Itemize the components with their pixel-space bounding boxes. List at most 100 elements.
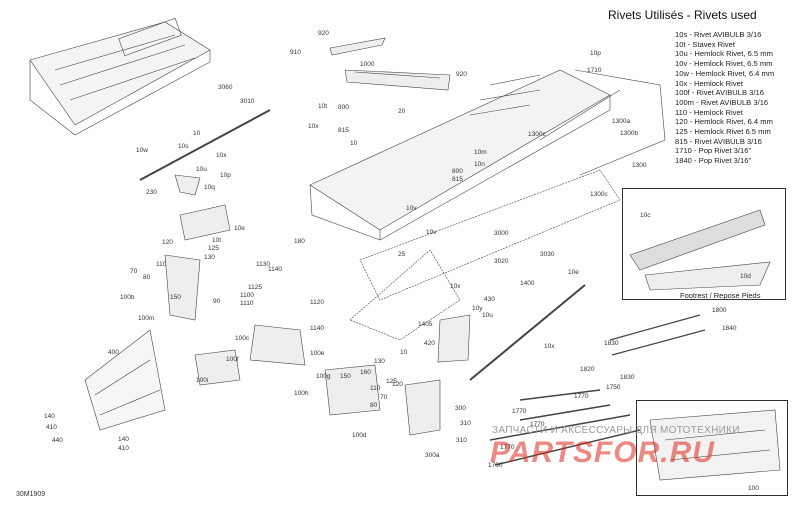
callout-label: 1770 xyxy=(500,444,515,451)
figure-code: 30M1909 xyxy=(16,491,46,498)
callout-label: 300a xyxy=(425,452,440,459)
callout-label: 3010 xyxy=(240,98,255,105)
callout-label: 1300c xyxy=(590,191,608,198)
callout-label: 100f xyxy=(226,356,239,363)
callout-label: 10d xyxy=(740,273,751,280)
callout-label: 815 xyxy=(452,176,463,183)
callout-label: 1100 xyxy=(240,292,254,299)
footrest-inset-drawing xyxy=(629,209,771,291)
bottom-frame-inset-drawing xyxy=(649,409,781,481)
callout-label: 815 xyxy=(338,127,349,134)
callout-label: 110 xyxy=(156,261,167,268)
callout-label: 1700 xyxy=(488,462,503,469)
legend-item: 125 - Hemlock Rivet 6.5 mm xyxy=(675,127,771,137)
callout-label: 10 xyxy=(400,349,408,356)
legend-item: 100m - Rivet AVIBULB 3/16 xyxy=(675,97,769,107)
callout-label: 310 xyxy=(456,437,467,444)
legend-title: Rivets Utilisés - Rivets used xyxy=(608,8,757,22)
left-bracket-parts xyxy=(164,174,306,386)
legend-item: 815 - Rivet AVIBULB 3/16 xyxy=(675,136,762,146)
callout-label: 180 xyxy=(294,238,305,245)
callout-label: 1140 xyxy=(268,266,282,273)
callout-label: 10e xyxy=(234,225,245,232)
callout-label: 800 xyxy=(338,104,349,111)
callout-label: 1300a xyxy=(612,118,631,125)
callout-label: 1830 xyxy=(604,340,619,347)
callout-label: 910 xyxy=(290,49,301,56)
callout-label: 90 xyxy=(213,298,221,305)
legend-item: 100f - Rivet AVIBULB 3/16 xyxy=(675,88,764,98)
callout-label: 1130 xyxy=(256,261,270,268)
callout-label: 160 xyxy=(360,369,371,376)
tunnel-assembly xyxy=(309,69,611,241)
legend-item: 10s - Rivet AVIBULB 3/16 xyxy=(675,30,762,39)
callout-label: 150 xyxy=(170,294,181,301)
callout-label: 3060 xyxy=(218,84,233,91)
callout-label: 10p xyxy=(590,50,601,57)
callout-label: 10x xyxy=(216,152,227,159)
legend-item: 10t - Stavex Rivet xyxy=(675,39,735,49)
footrest-rails xyxy=(489,314,706,466)
callout-label: 920 xyxy=(318,30,329,37)
callout-label: 10m xyxy=(474,149,487,156)
callout-label: 800 xyxy=(452,168,463,175)
legend-item: 10u - Hemlock Rivet, 6.5 mm xyxy=(675,49,773,59)
callout-label: 440 xyxy=(52,437,63,444)
callout-label: 130 xyxy=(374,358,385,365)
callout-label: 10x xyxy=(450,283,461,290)
callout-label: 430 xyxy=(484,296,495,303)
callout-label: 1140 xyxy=(310,325,324,332)
callout-label: 140 xyxy=(44,413,55,420)
callout-label: 10q xyxy=(204,184,215,191)
callout-label: 80 xyxy=(143,274,151,281)
callout-label: 20 xyxy=(398,108,406,115)
callout-label: 410 xyxy=(46,424,57,431)
callout-label: 125 xyxy=(208,245,219,252)
callout-label: 100g xyxy=(316,373,331,380)
callout-label: 300 xyxy=(455,405,466,412)
callout-label: 10x xyxy=(544,343,555,350)
callout-label: 1710 xyxy=(587,67,602,74)
callout-label: 10n xyxy=(474,161,485,168)
callout-label: 10c xyxy=(640,212,651,219)
callout-label: 10 xyxy=(350,140,358,147)
callout-label: 1125 xyxy=(248,284,262,291)
callout-label: 70 xyxy=(380,394,388,401)
callout-label: 10u xyxy=(482,312,493,319)
center-lower-parts xyxy=(324,314,471,436)
callout-label: 140 xyxy=(118,436,129,443)
callout-label: 1800 xyxy=(712,307,727,314)
callout-label: 1770 xyxy=(512,408,527,415)
callout-label: 100c xyxy=(235,335,250,342)
callout-label: 120 xyxy=(162,239,173,246)
callout-label: 1000 xyxy=(360,61,375,68)
legend-item: 110 - Hemlock Rivet xyxy=(675,107,743,117)
callout-label: 150 xyxy=(340,373,351,380)
callout-label: 10x xyxy=(308,123,319,130)
callout-label: 1830 xyxy=(620,374,635,381)
callout-label: 3000 xyxy=(494,230,509,237)
callout-label: 920 xyxy=(456,71,467,78)
callout-label: 100d xyxy=(352,432,367,439)
callout-label: 1820 xyxy=(580,366,595,373)
legend-item: 10v - Hemlock Rivet, 6.5 mm xyxy=(675,59,773,69)
callout-label: 80 xyxy=(370,402,378,409)
callout-label: 10v xyxy=(406,205,417,212)
callout-label: 100m xyxy=(138,315,155,322)
callout-label: 1110 xyxy=(240,300,254,307)
legend-item: 10w - Hemlock Rivet, 6.4 mm xyxy=(675,68,775,78)
legend-item: 1710 - Pop Rivet 3/16" xyxy=(675,146,752,156)
callout-label: 1770 xyxy=(530,421,545,428)
rivet-legend-list: 10s - Rivet AVIBULB 3/16 10t - Stavex Ri… xyxy=(675,30,774,166)
callout-label: 10y xyxy=(472,305,483,312)
callout-label: 100i xyxy=(196,377,209,384)
side-rails xyxy=(139,69,666,381)
footrest-inset-frame xyxy=(622,188,786,300)
callout-label: 1300 xyxy=(632,162,647,169)
watermark-logo: PARTSFOR.RU xyxy=(490,436,715,469)
legend-item: 10x - Hemlock Rivet xyxy=(675,78,743,88)
callout-label: 100h xyxy=(294,390,309,397)
callout-label: 3020 xyxy=(494,258,509,265)
callout-label: 1840 xyxy=(722,325,737,332)
